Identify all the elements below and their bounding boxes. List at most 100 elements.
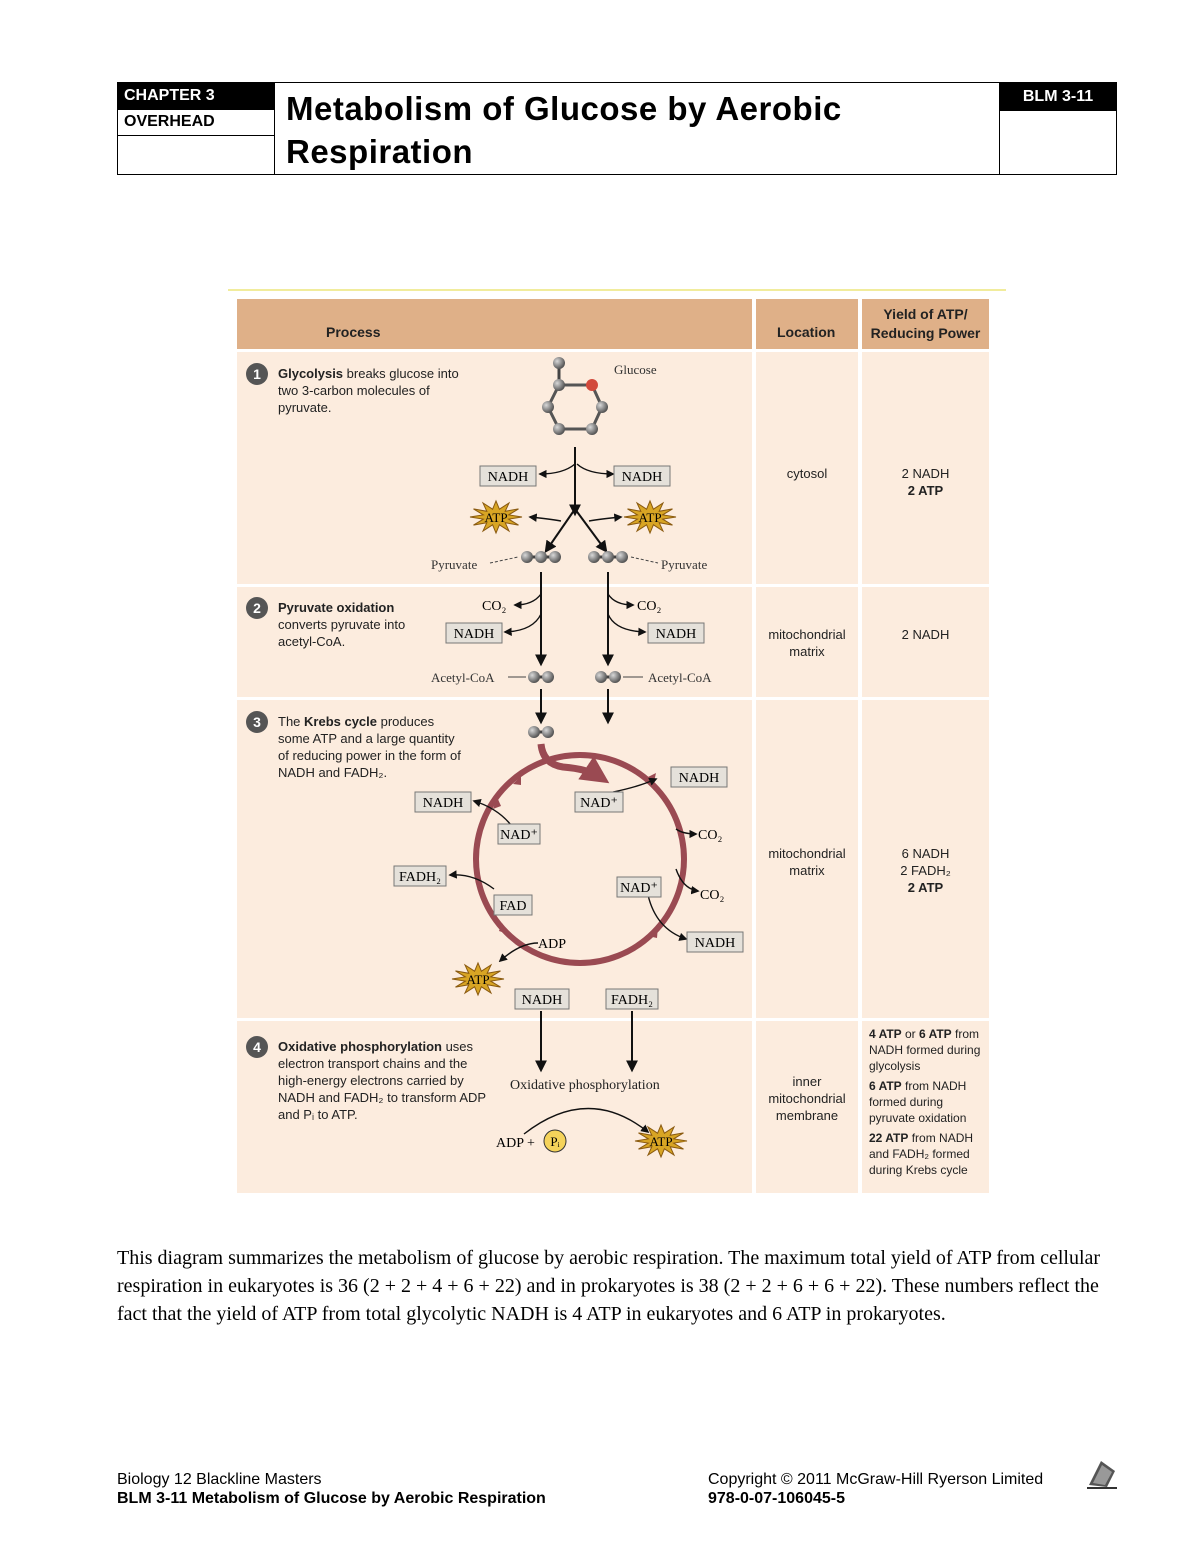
- atp-label: ATP: [638, 510, 661, 525]
- nad-label: NAD⁺: [500, 828, 538, 843]
- step4-number: 4: [246, 1036, 268, 1058]
- nadh-label: NADH: [695, 936, 735, 951]
- yield-column-header: Yield of ATP/ Reducing Power: [862, 299, 989, 349]
- atp-star-right-1: ATP: [623, 499, 677, 535]
- row3-location-panel: [756, 700, 858, 1018]
- krebs-nadh-left: NADH: [414, 791, 472, 813]
- fadh2-box-to-oxphos: FADH₂: [605, 988, 659, 1010]
- nadh-box-left-1: NADH: [479, 465, 537, 487]
- nadh-box-right-2: NADH: [647, 622, 705, 644]
- step1-number: 1: [246, 363, 268, 385]
- pathway-diagram: Glucose NADH NADH ATP ATP: [393, 357, 744, 1159]
- row2-yield-panel: [862, 587, 989, 697]
- chapter-label: CHAPTER 3: [118, 83, 274, 109]
- step1-location: cytosol: [786, 466, 828, 481]
- fadh2-label: FADH₂: [611, 993, 653, 1008]
- step2-yield: 2 NADH: [862, 626, 989, 643]
- nad-label: NAD⁺: [580, 796, 618, 811]
- step3-yield-atp: 2 ATP: [907, 880, 944, 895]
- caption-paragraph: This diagram summarizes the metabolism o…: [117, 1247, 1101, 1325]
- nadh-box-to-oxphos: NADH: [514, 988, 570, 1010]
- title-line-1: Metabolism of Glucose by Aerobic: [286, 90, 842, 127]
- step2-location: mitochondrial matrix: [768, 627, 846, 659]
- title-line-2: Respiration: [286, 133, 474, 170]
- atp-star-krebs: ATP: [451, 961, 505, 997]
- figure-top-rule: [228, 289, 1006, 291]
- step1-name: Glycolysis: [278, 366, 344, 381]
- atp-star-oxphos: ATP: [634, 1123, 688, 1159]
- atp-label: ATP: [466, 972, 489, 987]
- yield-rest: from NADH and FADH₂ formed during Krebs …: [869, 1131, 974, 1177]
- acetyl-coa-label-right: Acetyl-CoA: [648, 670, 712, 685]
- nadh-label: NADH: [522, 993, 562, 1008]
- yield-mid: or: [901, 1027, 920, 1041]
- atp-starburst-shape: [451, 961, 505, 997]
- acetyl-coa-left: [528, 671, 554, 683]
- fadh2-label: FADH₂: [399, 870, 441, 885]
- nad-label: NAD⁺: [620, 881, 658, 896]
- yield-bold: 4 ATP: [869, 1027, 902, 1041]
- step3-yield-fadh2: 2 FADH₂: [900, 863, 951, 878]
- step4-yield-glycolysis: 4 ATP or 6 ATP from NADH formed during g…: [869, 1026, 987, 1074]
- krebs-nad-top: NAD⁺: [574, 791, 624, 813]
- step3-description: The Krebs cycle produces some ATP and a …: [278, 713, 468, 781]
- nadh-label: NADH: [679, 771, 719, 786]
- nadh-label: NADH: [423, 796, 463, 811]
- fad-label: FAD: [500, 899, 527, 914]
- row4-process-panel: [237, 1021, 752, 1193]
- step4-text: uses electron transport chains and the h…: [278, 1039, 486, 1122]
- co2-label-right: CO₂: [637, 599, 661, 614]
- row4-location-panel: [756, 1021, 858, 1193]
- krebs-nadh-top-right: NADH: [670, 766, 728, 788]
- blm-cell: BLM 3-11: [999, 83, 1116, 174]
- krebs-nad-right: NAD⁺: [616, 876, 662, 898]
- step3-location: mitochondrial matrix: [768, 846, 846, 878]
- acetyl-coa-right: [595, 671, 621, 683]
- krebs-co2-2: CO₂: [700, 888, 724, 903]
- krebs-co2-1: CO₂: [698, 828, 722, 843]
- atp-starburst-shape: [469, 499, 523, 535]
- row4-yield-panel: [862, 1021, 989, 1193]
- step3-yield: 6 NADH 2 FADH₂ 2 ATP: [862, 845, 989, 896]
- footer-left-line-1: Biology 12 Blackline Masters: [117, 1471, 322, 1488]
- nadh-label: NADH: [488, 470, 528, 485]
- footer-right-line-1: Copyright © 2011 McGraw-Hill Ryerson Lim…: [708, 1471, 1044, 1488]
- step3-yield-nadh: 6 NADH: [901, 846, 950, 861]
- blm-label: BLM 3-11: [1000, 83, 1116, 111]
- step2-name: Pyruvate oxidation: [278, 600, 395, 615]
- krebs-nadh-bottom-right: NADH: [686, 931, 744, 953]
- pi-label: Pᵢ: [550, 1134, 560, 1149]
- step1-yield-nadh: 2 NADH: [901, 466, 950, 481]
- atp-starburst-shape: [634, 1123, 688, 1159]
- acetyl-coa-entering: [528, 726, 554, 738]
- pyruvate-left: [521, 551, 561, 563]
- overhead-label: OVERHEAD: [118, 109, 274, 136]
- krebs-fad: FAD: [493, 894, 533, 916]
- step2-number: 2: [246, 597, 268, 619]
- step2-description: Pyruvate oxidation converts pyruvate int…: [278, 599, 438, 650]
- atp-starburst-shape: [623, 499, 677, 535]
- process-column-header: Process: [237, 299, 752, 349]
- row2-location-panel: [756, 587, 858, 697]
- glucose-label: Glucose: [614, 362, 657, 377]
- nadh-label: NADH: [622, 470, 662, 485]
- step4-description: Oxidative phosphorylation uses electron …: [278, 1038, 488, 1123]
- atp-star-left-1: ATP: [469, 499, 523, 535]
- yield-rest: from NADH formed during pyruvate oxidati…: [869, 1079, 967, 1125]
- step4-name: Oxidative phosphorylation: [278, 1039, 442, 1054]
- krebs-fadh2: FADH₂: [393, 865, 447, 887]
- yield-bold: 6 ATP: [869, 1079, 902, 1093]
- nadh-label: NADH: [656, 627, 696, 642]
- worksheet-header: CHAPTER 3 OVERHEAD Metabolism of Glucose…: [117, 82, 1117, 175]
- atp-label: ATP: [649, 1134, 672, 1149]
- footer-right-line-2: 978-0-07-106045-5: [708, 1490, 845, 1507]
- process-header-text: Process: [326, 324, 381, 340]
- krebs-adp: ADP: [538, 937, 566, 952]
- yield-header-line-1: Yield of ATP/: [883, 306, 968, 322]
- step4-location: inner mitochondrial membrane: [768, 1074, 846, 1123]
- footer-left-line-2: BLM 3-11 Metabolism of Glucose by Aerobi…: [117, 1490, 546, 1507]
- step1-yield: 2 NADH 2 ATP: [862, 465, 989, 499]
- row1-location-panel: [756, 352, 858, 584]
- location-header-text: Location: [777, 324, 836, 340]
- step1-yield-atp: 2 ATP: [907, 483, 944, 498]
